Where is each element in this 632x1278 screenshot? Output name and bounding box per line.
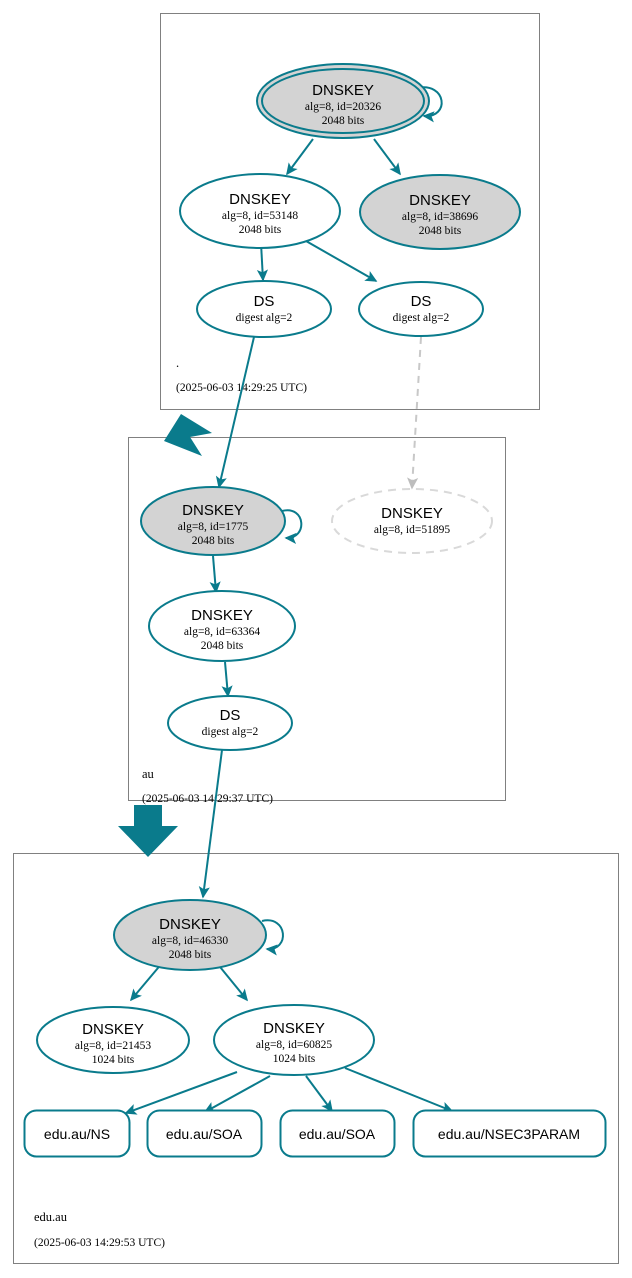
node-label-title: DNSKEY (312, 82, 374, 99)
node-root-ksk-38696[interactable]: DNSKEY alg=8, id=38696 2048 bits (359, 174, 521, 250)
delegation-arrow-glyph (118, 805, 178, 857)
node-label-digest: digest alg=2 (393, 312, 450, 324)
rrset-box (279, 1109, 396, 1158)
edge-au-ksk1775-to-zsk63364 (209, 555, 221, 594)
node-label-title: DNSKEY (229, 191, 291, 208)
node-label-title: DNSKEY (263, 1020, 325, 1037)
node-label-digest: digest alg=2 (202, 726, 259, 738)
node-label-alg-id: alg=8, id=51895 (374, 524, 450, 536)
node-label-alg-id: alg=8, id=38696 (402, 211, 478, 223)
edge-eduau-ksk46330-to-zsk21453 (130, 961, 164, 1002)
node-label-alg-id: alg=8, id=60825 (256, 1039, 332, 1051)
rrset-box (23, 1109, 131, 1158)
rrset-label: edu.au/NS (44, 1126, 110, 1142)
node-label-size: 2048 bits (201, 640, 244, 652)
ellipse-node (36, 1006, 190, 1074)
delegation-arrow-au-to-edu-au (118, 805, 178, 857)
node-label-title: DNSKEY (182, 502, 244, 519)
node-eduau-zsk-60825[interactable]: DNSKEY alg=8, id=60825 1024 bits (213, 1004, 375, 1076)
rrset-nsec3param[interactable]: edu.au/NSEC3PARAM (412, 1109, 607, 1158)
node-au-nonexistent-key-51895[interactable]: DNSKEY alg=8, id=51895 (331, 488, 493, 554)
edge-root-ksk20326-to-ksk38696 (373, 138, 401, 176)
edge-au-ds-to-eduau-ksk46330 (198, 749, 223, 899)
edge-eduau-ksk46330-self-loop (261, 919, 284, 956)
rrset-label: edu.au/SOA (166, 1126, 243, 1142)
rrset-soa-2[interactable]: edu.au/SOA (279, 1109, 396, 1158)
node-label-title: DNSKEY (381, 505, 443, 522)
node-label-title: DNSKEY (409, 192, 471, 209)
ellipse-node (140, 486, 286, 556)
ellipse-node-dashed (331, 488, 493, 554)
node-label-size: 1024 bits (273, 1053, 316, 1065)
zone-name-root: . (176, 356, 179, 370)
node-label-title: DNSKEY (191, 607, 253, 624)
edge-root-ksk20326-self-loop (416, 86, 443, 123)
node-label-alg-id: alg=8, id=20326 (305, 101, 381, 113)
node-au-zsk-63364[interactable]: DNSKEY alg=8, id=63364 2048 bits (148, 590, 296, 662)
edge-eduau-zsk60825-to-rrset-soa-2 (305, 1075, 333, 1113)
edge-au-zsk63364-to-ds (221, 661, 233, 698)
node-label-title: DNSKEY (82, 1021, 144, 1038)
edge-eduau-ksk46330-to-zsk60825 (215, 961, 248, 1002)
node-eduau-ksk-46330[interactable]: DNSKEY alg=8, id=46330 2048 bits (113, 899, 267, 971)
edu-au-edges (124, 749, 454, 1115)
node-label-title: DS (411, 293, 432, 310)
node-root-ds-left[interactable]: DS digest alg=2 (196, 280, 332, 338)
node-eduau-zsk-21453[interactable]: DNSKEY alg=8, id=21453 1024 bits (36, 1006, 190, 1074)
node-root-ds-right[interactable]: DS digest alg=2 (358, 281, 484, 337)
ellipse-node (196, 280, 332, 338)
node-au-ds[interactable]: DS digest alg=2 (167, 695, 293, 751)
ellipse-node (359, 174, 521, 250)
edge-eduau-zsk60825-to-rrset-nsec3param (344, 1067, 454, 1113)
zone-name-edu-au: edu.au (34, 1210, 68, 1224)
node-label-size: 2048 bits (239, 224, 282, 236)
node-au-ksk-1775[interactable]: DNSKEY alg=8, id=1775 2048 bits (140, 486, 286, 556)
ellipse-node (213, 1004, 375, 1076)
rrset-label: edu.au/SOA (299, 1126, 376, 1142)
root-edges (256, 86, 443, 282)
node-label-alg-id: alg=8, id=63364 (184, 626, 260, 638)
zone-name-au: au (142, 767, 155, 781)
edge-root-ksk20326-to-zsk53148 (286, 138, 314, 176)
edge-root-zsk53148-to-ds-left (256, 242, 269, 282)
edge-root-zsk53148-to-ds-right (305, 240, 378, 282)
node-label-size: 2048 bits (419, 225, 462, 237)
node-label-size: 2048 bits (192, 535, 235, 547)
node-label-digest: digest alg=2 (236, 312, 293, 324)
ellipse-node (358, 281, 484, 337)
rrset-label: edu.au/NSEC3PARAM (438, 1126, 580, 1142)
edge-root-ds-left-to-au-ksk1775 (215, 336, 255, 489)
node-label-title: DS (220, 707, 241, 724)
node-root-ksk-20326[interactable]: DNSKEY alg=8, id=20326 2048 bits (256, 63, 430, 139)
rrset-box (412, 1109, 607, 1158)
zone-timestamp-au: (2025-06-03 14:29:37 UTC) (142, 793, 273, 805)
node-label-alg-id: alg=8, id=53148 (222, 210, 298, 222)
rrset-box (146, 1109, 263, 1158)
edge-eduau-zsk60825-to-rrset-soa-1 (203, 1075, 271, 1113)
rrset-ns[interactable]: edu.au/NS (23, 1109, 131, 1158)
node-label-size: 2048 bits (322, 115, 365, 127)
node-label-size: 1024 bits (92, 1054, 135, 1066)
rrset-soa-1[interactable]: edu.au/SOA (146, 1109, 263, 1158)
node-label-alg-id: alg=8, id=46330 (152, 935, 228, 947)
ellipse-node (167, 695, 293, 751)
ellipse-inner-sep (261, 68, 425, 134)
node-root-zsk-53148[interactable]: DNSKEY alg=8, id=53148 2048 bits (179, 173, 341, 249)
node-label-alg-id: alg=8, id=21453 (75, 1040, 151, 1052)
node-label-size: 2048 bits (169, 949, 212, 961)
zone-timestamp-edu-au: (2025-06-03 14:29:53 UTC) (34, 1237, 165, 1249)
ellipse-node (179, 173, 341, 249)
node-label-title: DS (254, 293, 275, 310)
delegation-arrow-root-to-au (164, 414, 212, 456)
delegation-arrow-glyph (164, 414, 212, 456)
ellipse-node (113, 899, 267, 971)
node-label-title: DNSKEY (159, 916, 221, 933)
ellipse-node (148, 590, 296, 662)
edge-eduau-zsk60825-to-rrset-ns (124, 1071, 238, 1115)
node-label-alg-id: alg=8, id=1775 (178, 521, 249, 533)
